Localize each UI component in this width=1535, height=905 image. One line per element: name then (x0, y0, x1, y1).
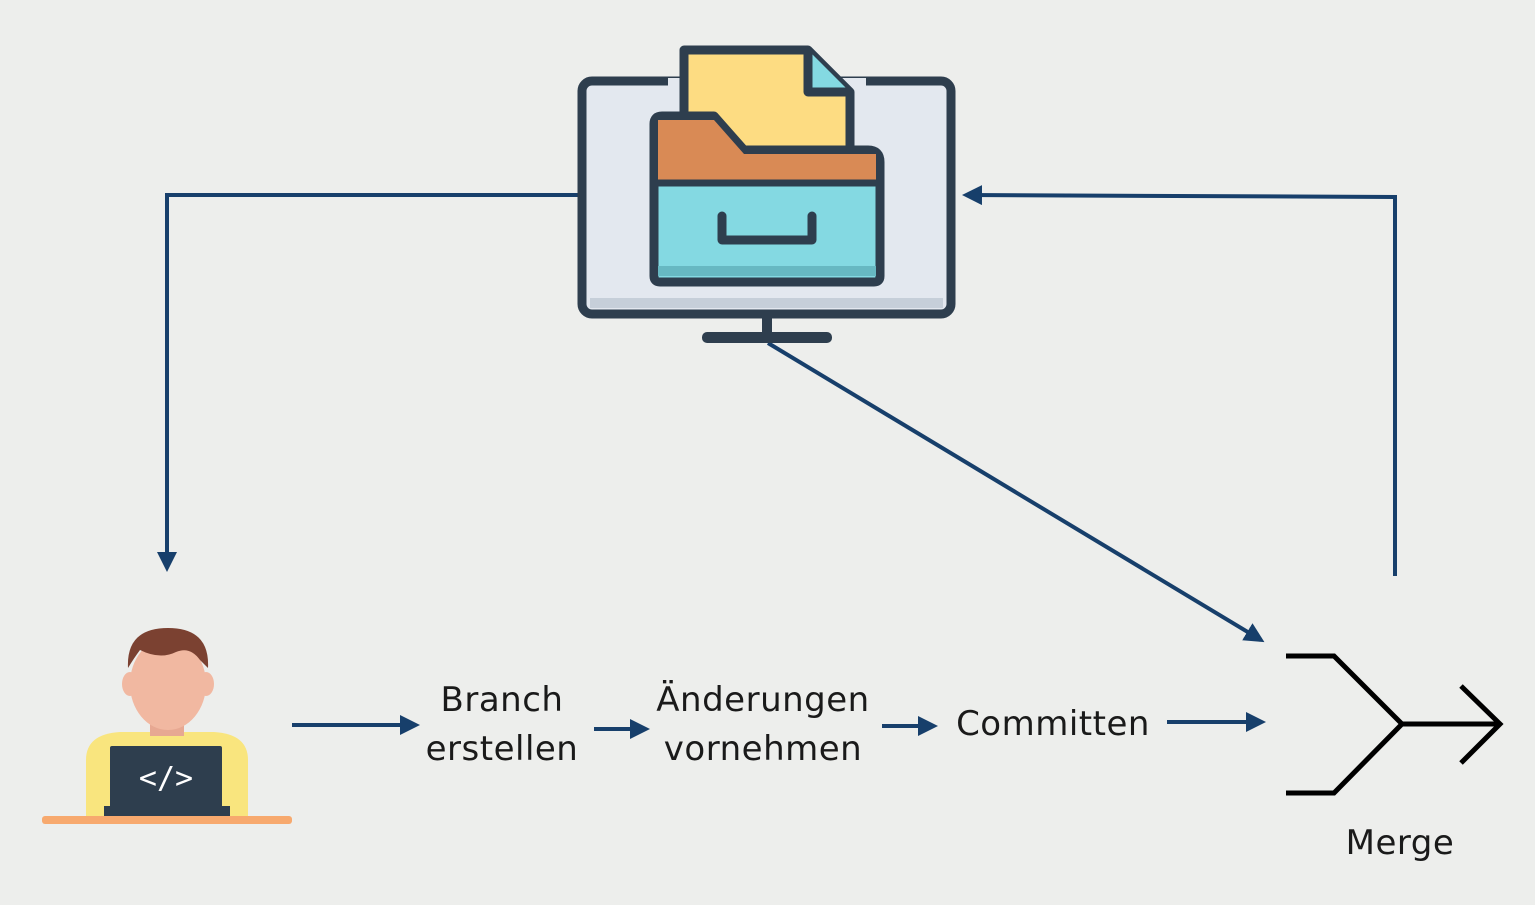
arrow-merge-to-repo (962, 185, 1397, 576)
arrow-repo-to-developer (157, 193, 578, 572)
step-branch-line-2: erstellen (425, 729, 579, 769)
step-changes-label: Änderungen vornehmen (648, 676, 878, 774)
merge-icon (1286, 653, 1504, 796)
svg-text:</>: </> (139, 761, 193, 796)
step-changes-line-1: Änderungen (656, 680, 870, 720)
step-changes-line-2: vornehmen (663, 729, 863, 769)
step-commit-label: Committen (956, 704, 1150, 744)
repository-folder-monitor-icon (577, 45, 956, 343)
connectors (157, 185, 1397, 739)
developer-laptop-icon: </> (42, 628, 292, 824)
step-branch-line-1: Branch (440, 680, 564, 720)
arrow-repo-to-merge (766, 341, 1265, 643)
step-merge-label: Merge (1345, 823, 1455, 863)
step-branch-label: Branch erstellen (412, 676, 592, 774)
